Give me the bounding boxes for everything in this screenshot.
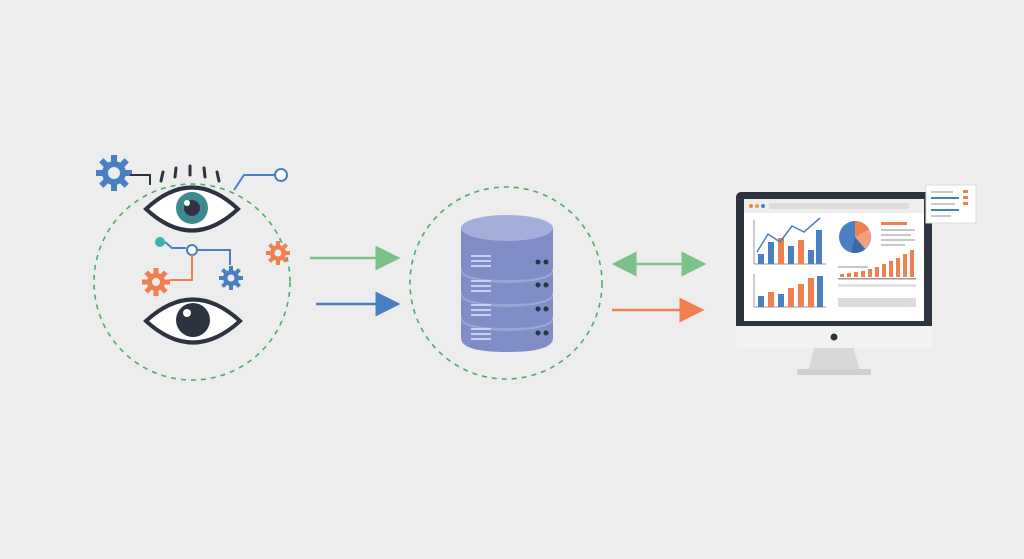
gear-icon bbox=[142, 268, 170, 296]
eye-icon bbox=[143, 185, 241, 233]
gear-icon bbox=[219, 266, 243, 290]
connector-node bbox=[274, 168, 288, 182]
database-dashed-circle bbox=[409, 186, 603, 380]
gear-icon bbox=[96, 155, 132, 191]
database-cylinder-icon bbox=[461, 215, 553, 352]
dashboard-node bbox=[736, 184, 977, 375]
eye-icon bbox=[143, 297, 243, 345]
mini-pie-chart bbox=[839, 220, 871, 253]
gear-icon bbox=[266, 241, 290, 265]
floating-report-card bbox=[925, 184, 977, 224]
connector-node bbox=[155, 237, 165, 247]
observation-dashed-circle bbox=[93, 183, 291, 381]
observation-node bbox=[93, 155, 291, 381]
eyelashes bbox=[159, 164, 221, 183]
database-node bbox=[409, 186, 603, 380]
connector-node bbox=[186, 244, 198, 256]
mini-trend-chart bbox=[838, 250, 916, 307]
mini-bar-line-chart bbox=[753, 217, 826, 265]
mini-bar-chart bbox=[753, 274, 826, 308]
monitor-analytics-icon bbox=[736, 192, 932, 375]
